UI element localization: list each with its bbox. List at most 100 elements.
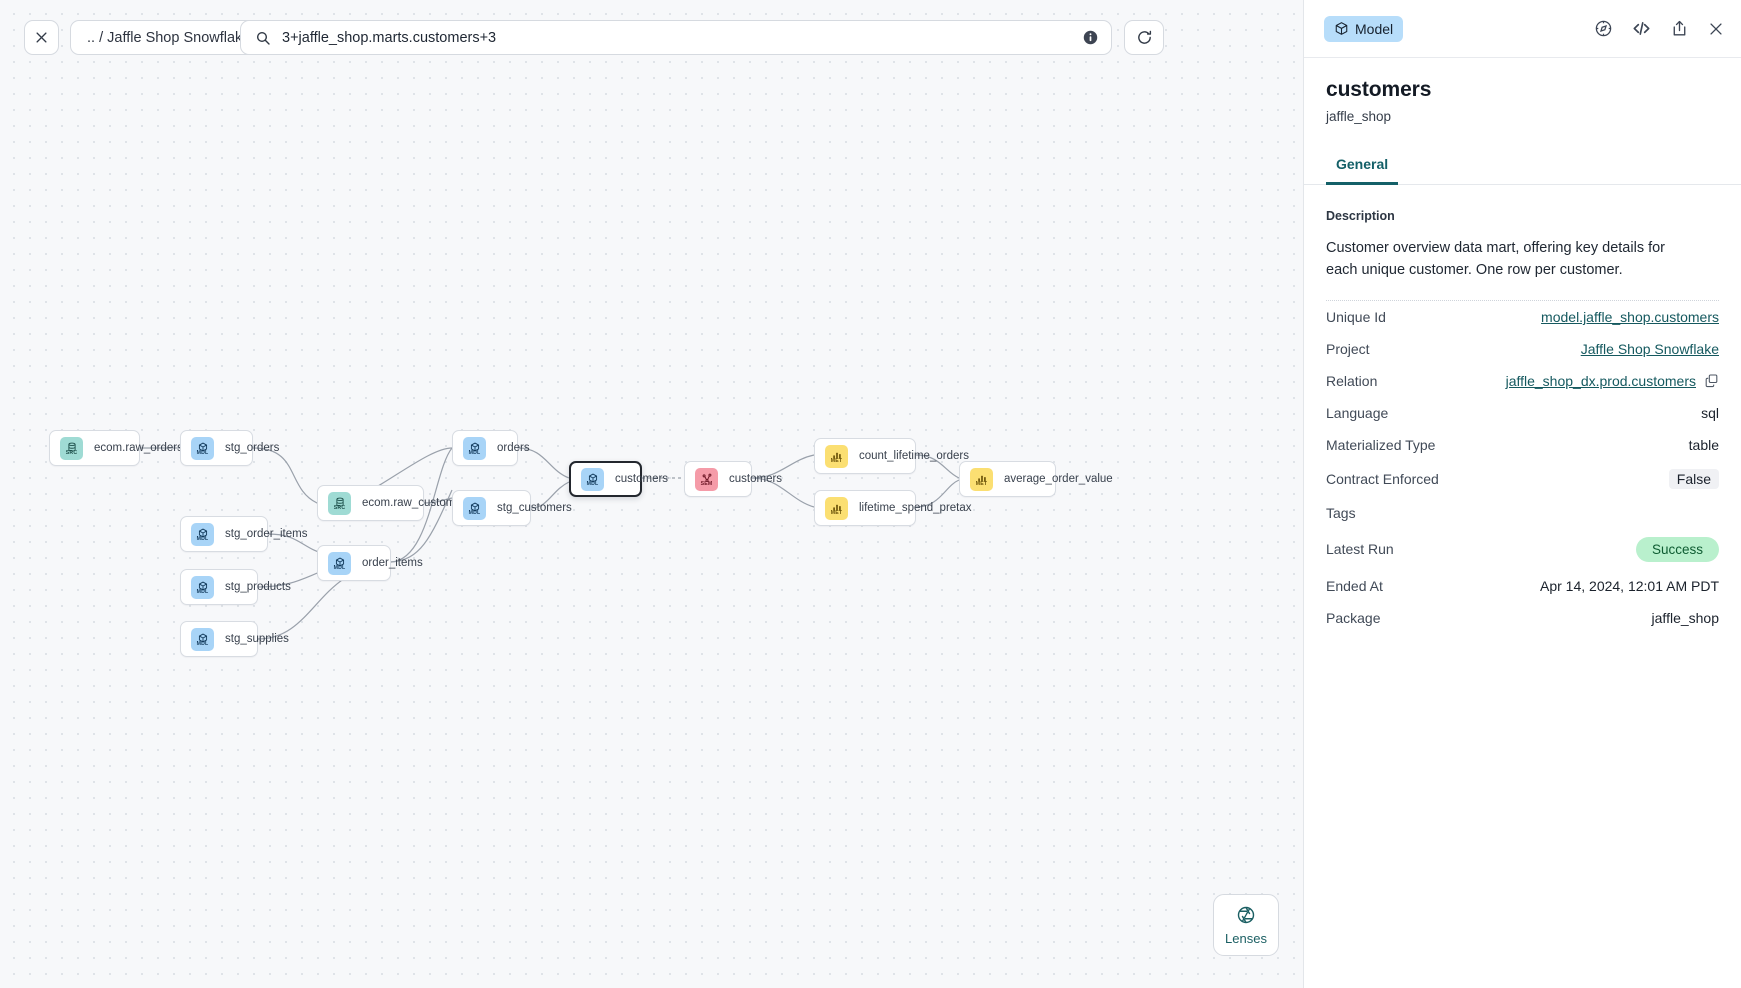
graph-node-stg_orders[interactable]: MDL stg_orders — [180, 430, 279, 466]
graph-node-label: order_items — [362, 557, 423, 569]
graph-node-stg_supplies[interactable]: MDL stg_supplies — [180, 621, 289, 657]
property-value: Apr 14, 2024, 12:01 AM PDT — [1540, 577, 1719, 594]
aperture-icon — [1237, 906, 1255, 923]
property-link[interactable]: Jaffle Shop Snowflake — [1580, 340, 1719, 357]
property-value: table — [1688, 436, 1719, 453]
property-key: Project — [1326, 340, 1370, 357]
property-value: jaffle_shop — [1651, 609, 1719, 626]
property-row: Ended At Apr 14, 2024, 12:01 AM PDT — [1326, 570, 1719, 602]
graph-node-label: stg_products — [225, 581, 291, 593]
graph-node-stg_order_items[interactable]: MDL stg_order_items — [180, 516, 307, 552]
src-badge-icon: SRC — [60, 436, 83, 460]
page-subtitle: jaffle_shop — [1326, 109, 1392, 124]
property-value[interactable]: Jaffle Shop Snowflake — [1581, 341, 1719, 357]
graph-node-label: lifetime_spend_pretax — [859, 502, 972, 514]
refresh-icon — [1137, 30, 1151, 44]
src-badge-icon: SRC — [328, 491, 351, 515]
property-value[interactable]: model.jaffle_shop.customers — [1541, 309, 1719, 325]
property-key: Package — [1326, 609, 1381, 626]
panel-tabs: General — [1304, 150, 1741, 185]
close-button[interactable] — [24, 20, 59, 55]
graph-node-stg_products[interactable]: MDL stg_products — [180, 569, 291, 605]
graph-node-count_lifetime_orders[interactable]: MET count_lifetime_orders — [814, 438, 969, 474]
description-text: Customer overview data mart, offering ke… — [1326, 240, 1666, 279]
property-row: Materialized Type table — [1326, 429, 1719, 461]
lenses-button[interactable]: Lenses — [1213, 894, 1279, 956]
divider — [1326, 299, 1719, 301]
property-value[interactable]: Success — [1635, 536, 1719, 562]
cube-icon — [1335, 22, 1348, 35]
node-type-chip: Model — [1324, 15, 1404, 42]
close-icon[interactable] — [1707, 20, 1725, 38]
mdl-badge-icon: MDL — [328, 551, 351, 575]
copy-icon[interactable] — [1704, 373, 1719, 388]
property-key: Language — [1326, 404, 1389, 421]
graph-node-label: stg_customers — [497, 502, 572, 514]
mdl-badge-icon: MDL — [581, 467, 604, 491]
code-icon[interactable] — [1631, 18, 1652, 39]
tab-general[interactable]: General — [1326, 150, 1399, 185]
graph-node-customers_sem[interactable]: SEM customers — [684, 461, 782, 497]
panel-body: Description Customer overview data mart,… — [1304, 185, 1741, 988]
graph-node-label: orders — [497, 442, 530, 454]
graph-node-average_order_value[interactable]: MET average_order_value — [959, 461, 1113, 497]
search-input[interactable] — [282, 29, 1082, 46]
graph-node-ecom_raw_orders[interactable]: SRC ecom.raw_orders — [49, 430, 183, 466]
description-label: Description — [1326, 209, 1395, 223]
graph-node-orders[interactable]: MDL orders — [452, 430, 530, 466]
property-link[interactable]: model.jaffle_shop.customers — [1541, 308, 1719, 325]
mdl-badge-icon: MDL — [463, 436, 486, 460]
mdl-badge-icon: MDL — [191, 575, 214, 599]
sem-badge-icon: SEM — [695, 467, 718, 491]
property-key: Latest Run — [1326, 541, 1394, 558]
focus-icon[interactable] — [1594, 19, 1613, 38]
property-row: Project Jaffle Shop Snowflake — [1326, 333, 1719, 365]
property-row: Tags — [1326, 497, 1719, 529]
property-key: Materialized Type — [1326, 436, 1436, 453]
graph-node-label: ecom.raw_orders — [94, 442, 183, 454]
details-panel: Model — [1303, 0, 1741, 988]
met-badge-icon: MET — [825, 444, 848, 468]
property-key: Tags — [1326, 504, 1356, 521]
property-row: Latest Run Success — [1326, 529, 1719, 570]
property-key: Ended At — [1326, 577, 1383, 594]
mdl-badge-icon: MDL — [191, 522, 214, 546]
graph-node-label: stg_order_items — [225, 528, 308, 540]
breadcrumb[interactable]: .. / Jaffle Shop Snowflake — [70, 20, 268, 55]
graph-node-label: count_lifetime_orders — [859, 450, 969, 462]
property-value[interactable]: jaffle_shop_dx.prod.customers — [1506, 373, 1719, 389]
search-icon — [255, 30, 271, 46]
value-chip: False — [1668, 468, 1719, 489]
page-title: customers — [1326, 78, 1432, 101]
graph-node-label: stg_supplies — [225, 633, 289, 645]
property-link[interactable]: jaffle_shop_dx.prod.customers — [1505, 372, 1696, 389]
status-badge[interactable]: Success — [1635, 536, 1719, 562]
mdl-badge-icon: MDL — [191, 436, 214, 460]
graph-node-label: average_order_value — [1004, 473, 1113, 485]
close-icon — [36, 32, 47, 43]
graph-node-label: customers — [729, 473, 783, 485]
met-badge-icon: MET — [970, 467, 993, 491]
property-row: Language sql — [1326, 397, 1719, 429]
property-value: sql — [1701, 404, 1719, 421]
share-icon[interactable] — [1670, 19, 1689, 38]
met-badge-icon: MET — [825, 496, 848, 520]
mdl-badge-icon: MDL — [191, 627, 214, 651]
property-value: False — [1668, 468, 1719, 489]
graph-node-lifetime_spend_pretax[interactable]: MET lifetime_spend_pretax — [814, 490, 972, 526]
info-icon[interactable] — [1082, 29, 1099, 46]
lenses-label: Lenses — [1225, 930, 1267, 946]
refresh-button[interactable] — [1124, 20, 1164, 55]
lineage-search[interactable] — [240, 20, 1112, 55]
graph-node-order_items[interactable]: MDL order_items — [317, 545, 423, 581]
graph-node-label: stg_orders — [225, 442, 280, 454]
